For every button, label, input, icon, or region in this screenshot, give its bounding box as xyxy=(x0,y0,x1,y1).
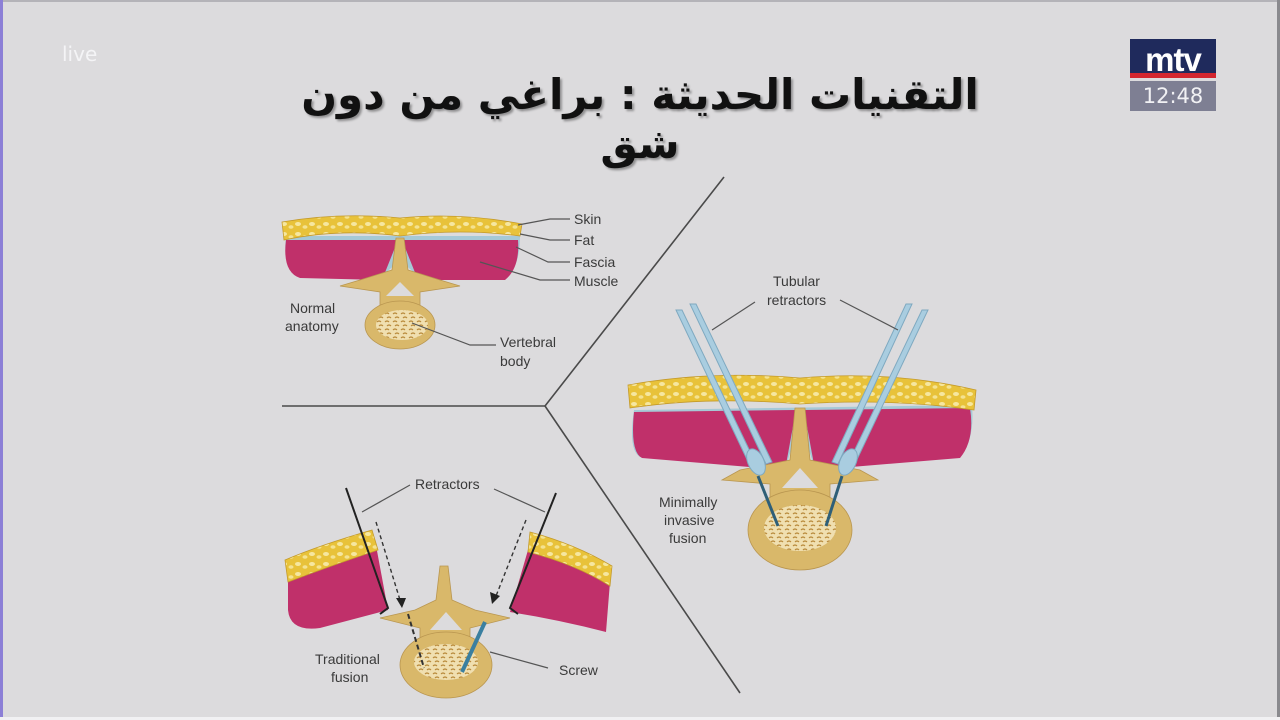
label-fat: Fat xyxy=(574,232,595,248)
traditional-fusion-leaders xyxy=(361,484,549,669)
logo-red-stripe xyxy=(1130,73,1216,78)
tubular-retractor-leaders xyxy=(711,299,899,331)
label-muscle: Muscle xyxy=(574,273,619,289)
panel-dividers xyxy=(282,176,741,694)
frame-left-edge xyxy=(0,0,3,720)
minimally-invasive-illustration xyxy=(627,303,977,571)
traditional-fusion-illustration xyxy=(284,487,613,699)
caption-normal-anatomy-line1: Normal xyxy=(290,300,336,316)
label-skin: Skin xyxy=(574,211,602,227)
slide-title: التقنيات الحديثة : براغي من دون شق xyxy=(301,70,979,168)
caption-normal-anatomy-line2: anatomy xyxy=(285,318,339,334)
caption-minimally-invasive-line1: Minimally xyxy=(659,494,718,510)
live-indicator: live xyxy=(62,42,98,66)
frame-right-edge xyxy=(1277,0,1280,720)
label-fascia: Fascia xyxy=(574,254,616,270)
frame-top-edge xyxy=(0,0,1280,2)
label-tubular-retractors-line1: Tubular xyxy=(773,273,820,289)
caption-traditional-fusion-line1: Traditional xyxy=(315,651,380,667)
normal-anatomy-leaders xyxy=(411,218,570,346)
caption-traditional-fusion-line2: fusion xyxy=(331,669,369,685)
label-screw: Screw xyxy=(559,662,598,678)
channel-logo: mtv 12:48 xyxy=(1130,39,1216,111)
label-vertebral-body-line2: body xyxy=(500,353,531,369)
label-vertebral-body-line1: Vertebral xyxy=(500,334,557,350)
label-retractors: Retractors xyxy=(415,476,480,492)
caption-minimally-invasive-line3: fusion xyxy=(669,530,707,546)
clock: 12:48 xyxy=(1130,81,1216,111)
normal-anatomy-illustration xyxy=(281,215,523,350)
caption-minimally-invasive-line2: invasive xyxy=(664,512,715,528)
frame-bottom-edge xyxy=(0,717,1280,720)
label-tubular-retractors-line2: retractors xyxy=(767,292,827,308)
logo-badge: mtv xyxy=(1130,39,1216,73)
logo-text: mtv xyxy=(1145,41,1202,73)
